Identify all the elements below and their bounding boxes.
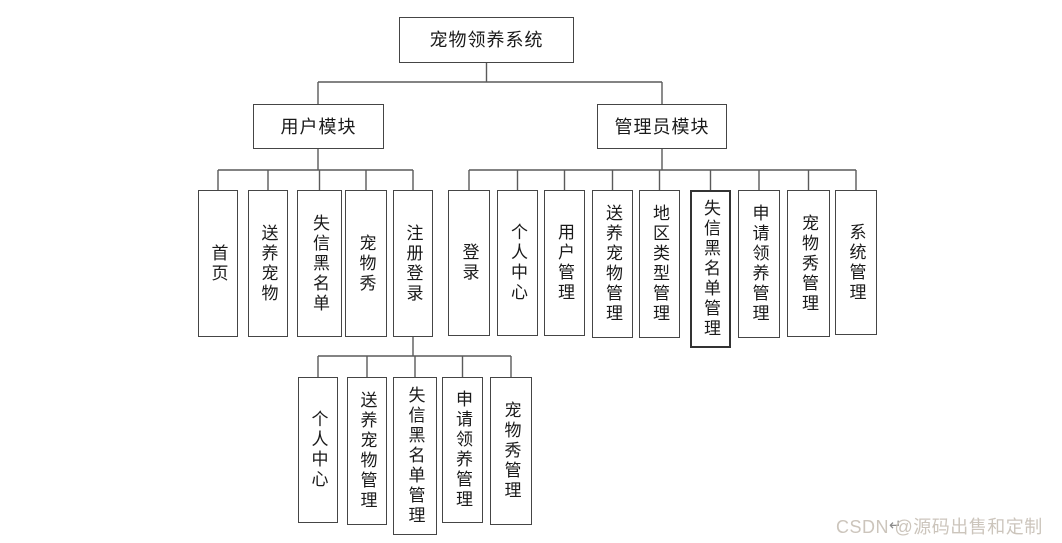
paragraph-return-icon: ↵ [889, 516, 902, 534]
node-user-home: 首页 [198, 190, 238, 337]
node-user-module: 用户模块 [253, 104, 384, 149]
node-admin-send-pet-management: 送养宠物管理 [592, 190, 633, 338]
node-register-adoption-apply-management: 申请领养管理 [442, 377, 483, 523]
node-register-send-pet-management: 送养宠物管理 [347, 377, 387, 525]
node-admin-personal-center: 个人中心 [497, 190, 538, 336]
node-root-pet-adoption-system: 宠物领养系统 [399, 17, 574, 63]
node-admin-region-type-management: 地区类型管理 [639, 190, 680, 338]
connector-admin-module-to-children [468, 149, 857, 190]
csdn-watermark: CSDN @源码出售和定制 [836, 517, 1043, 537]
node-admin-user-management: 用户管理 [544, 190, 585, 336]
node-user-register-login: 注册登录 [393, 190, 433, 337]
connector-user-module-to-children [217, 149, 414, 190]
node-admin-pet-show-management: 宠物秀管理 [787, 190, 830, 337]
node-admin-adoption-apply-management: 申请领养管理 [738, 190, 780, 338]
node-register-personal-center: 个人中心 [298, 377, 338, 523]
node-admin-module: 管理员模块 [597, 104, 727, 149]
node-admin-system-management: 系统管理 [835, 190, 877, 335]
node-user-pet-show: 宠物秀 [345, 190, 387, 337]
node-admin-blacklist-management: 失信黑名单管理 [690, 190, 731, 348]
node-register-pet-show-management: 宠物秀管理 [490, 377, 532, 525]
node-user-send-pet: 送养宠物 [248, 190, 288, 337]
node-user-blacklist: 失信黑名单 [297, 190, 342, 337]
connector-root-to-modules [317, 63, 663, 104]
connector-register-to-children [317, 337, 512, 377]
node-register-blacklist-management: 失信黑名单管理 [393, 377, 437, 535]
node-admin-login: 登录 [448, 190, 490, 336]
